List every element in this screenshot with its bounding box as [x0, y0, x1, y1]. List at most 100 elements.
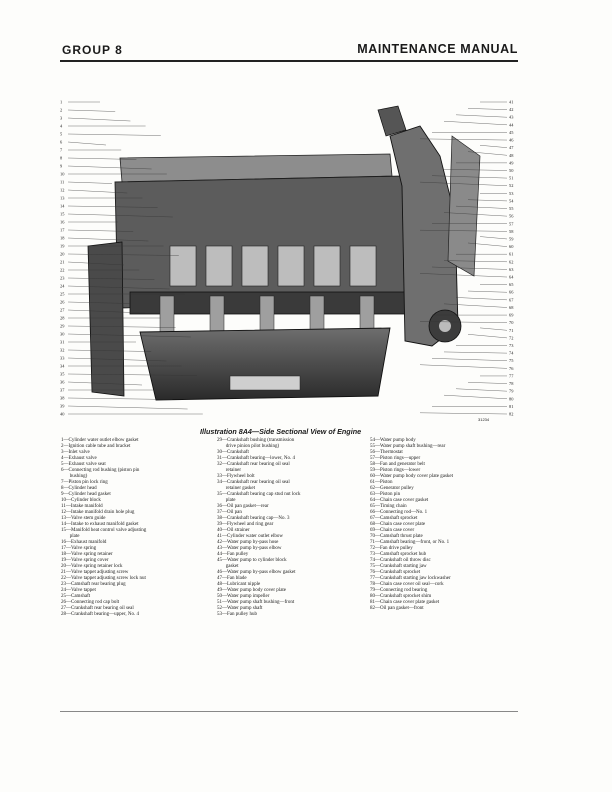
part-list-item: 64—Chain case cover gasket [370, 498, 429, 503]
callout-number: 2 [60, 108, 62, 113]
part-list-item: 17—Valve spring [61, 546, 97, 551]
leader-line [67, 381, 143, 386]
callout-number: 38 [60, 396, 65, 401]
part-list-item: 61—Piston [370, 480, 393, 485]
leader-line [467, 382, 508, 384]
leader-line [67, 357, 167, 362]
part-list-item: 81—Chain case cover plate gasket [370, 600, 440, 605]
part-list-item: 71—Camshaft bearing—front, or No. 1 [370, 540, 450, 545]
callout-number: 13 [60, 196, 65, 201]
part-list-item: 41—Cylinder water outlet elbow [217, 534, 283, 539]
callout-number: 48 [509, 153, 514, 158]
leader-line [67, 229, 134, 232]
callout-number: 42 [509, 107, 513, 112]
part-list-item: 38—Crankshaft bearing cap—No. 3 [217, 516, 290, 521]
callout-number: 73 [509, 343, 514, 348]
callout-number: 29 [60, 324, 65, 329]
leader-line [67, 253, 179, 256]
part-list-item: 3—Inlet valve [61, 450, 90, 455]
callout-number: 60 [509, 244, 514, 249]
part-list-item: 37—Oil pan [217, 510, 242, 515]
leader-line [467, 151, 508, 156]
part-list-item: 6—Connecting rod bushing (piston pin bus… [61, 468, 140, 479]
leader-line [67, 181, 113, 184]
leader-line [443, 212, 508, 217]
callout-number: 56 [509, 214, 514, 219]
callout-number: 47 [509, 145, 514, 150]
callout-number: 27 [60, 308, 65, 313]
callout-number: 52 [509, 183, 513, 188]
leader-line [455, 205, 508, 209]
part-list-item: 29—Crankshaft bushing (transmission driv… [217, 438, 295, 449]
leader-line [67, 157, 137, 160]
leader-line [419, 138, 508, 141]
part-list-item: 28—Crankshaft bearing—upper, No. 4 [61, 612, 139, 617]
part-list-item: 16—Exhaust manifold [61, 540, 107, 545]
callout-number: 21 [60, 260, 64, 265]
engine-sectional-illustration: 1234567891011121314151617181920212223242… [60, 100, 514, 417]
callout-number: 59 [509, 236, 514, 241]
part-list-item: 1—Cylinder water outlet elbow gasket [61, 438, 139, 443]
part-list-item: 82—Oil pan gasket—front [370, 606, 424, 611]
callout-number: 39 [60, 404, 65, 409]
leader-line [443, 169, 508, 171]
part-list-item: 33—Flywheel bolt [217, 474, 255, 479]
leader-line [67, 373, 197, 376]
leader-line [419, 229, 508, 232]
callout-number: 9 [60, 164, 63, 169]
part-list-item: 22—Valve tappet adjusting screw lock nut [61, 576, 146, 581]
part-list-item: 39—Flywheel and ring gear [217, 522, 274, 527]
callout-number: 79 [509, 389, 514, 394]
leader-line [67, 189, 128, 194]
callout-number: 1 [60, 100, 62, 105]
part-list-item: 35—Crankshaft bearing cap stud nut lock … [217, 492, 301, 503]
callout-number: 19 [60, 244, 65, 249]
leader-line [443, 260, 508, 262]
part-list-item: 26—Connecting rod cap bolt [61, 600, 120, 605]
callout-number: 3 [60, 116, 63, 121]
part-list-item: 73—Camshaft sprocket hub [370, 552, 427, 557]
part-list-item: 10—Cylinder block [61, 498, 101, 503]
part-list-item: 27—Crankshaft rear bearing oil seal [61, 606, 134, 611]
leader-line [67, 141, 107, 146]
callout-number: 62 [509, 259, 513, 264]
part-list-item: 70—Camshaft thrust plate [370, 534, 423, 539]
callout-number: 68 [509, 305, 514, 310]
callout-number: 81 [509, 404, 513, 409]
part-list-item: 25—Camshaft [61, 594, 91, 599]
callout-number: 53 [509, 191, 514, 196]
part-list-item: 75—Crankshaft starting jaw [370, 564, 427, 569]
callout-number: 36 [60, 380, 65, 385]
leader-line [67, 237, 149, 242]
right-callouts: 4142434445464748495051525354555657585960… [419, 100, 514, 417]
callout-number: 5 [60, 132, 63, 137]
callout-number: 49 [509, 160, 514, 165]
leader-line [67, 333, 191, 338]
callout-number: 43 [509, 115, 514, 120]
leader-line [467, 290, 508, 293]
part-list-item: 34—Crankshaft rear bearing oil seal reta… [217, 480, 290, 491]
callout-number: 58 [509, 229, 514, 234]
leader-line [455, 388, 508, 392]
part-list-item: 69—Chain case cover [370, 528, 415, 533]
leader-line [467, 334, 508, 339]
part-list-item: 4—Exhaust valve [61, 456, 97, 461]
leader-line [67, 397, 173, 400]
callout-number: 15 [60, 212, 65, 217]
leader-line [467, 199, 508, 202]
footer-rule [60, 711, 518, 712]
leader-line [67, 117, 131, 122]
part-list-item: 51—Water pump shaft bushing—front [217, 600, 295, 605]
callout-number: 78 [509, 381, 514, 386]
callout-number: 14 [60, 204, 65, 209]
figure-id: 31234 [478, 417, 490, 422]
engine-drawing [87, 105, 481, 401]
leader-line [67, 285, 170, 290]
part-list-item: 48—Lubricant nipple [217, 582, 261, 587]
part-list-item: 53—Fan pulley hub [217, 612, 257, 617]
callout-number: 24 [60, 284, 65, 289]
callout-number: 50 [509, 168, 514, 173]
part-list-item: 59—Piston rings—lower [370, 468, 421, 473]
part-list-item: 9—Cylinder head gasket [61, 492, 111, 497]
part-list-item: 36—Oil pan gasket—rear [217, 504, 269, 509]
